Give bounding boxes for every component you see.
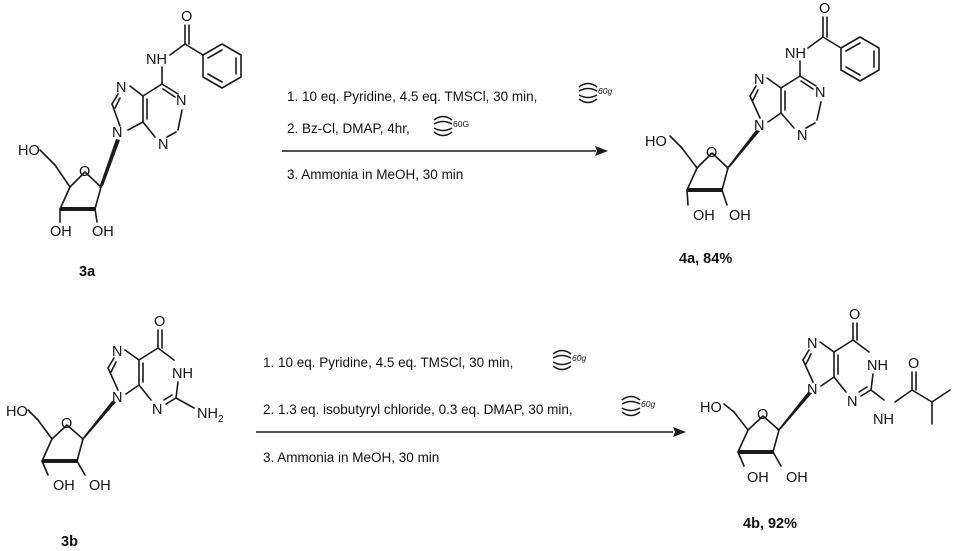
condition-step-3a: 3. Ammonia in MeOH, 30 min bbox=[287, 167, 463, 182]
oh-2prime-label: OH bbox=[729, 208, 751, 224]
ring-oxygen-label: O bbox=[757, 407, 768, 423]
ho-5prime-label: HO bbox=[645, 134, 667, 150]
ultrasound-icon: 60g bbox=[552, 349, 586, 371]
reaction-arrow-2 bbox=[256, 427, 686, 437]
ho-5prime-label: HO bbox=[18, 143, 40, 159]
n9-label: N bbox=[112, 125, 122, 141]
condition-step-2a: 2. Bz-Cl, DMAP, 4hr, bbox=[287, 121, 410, 136]
compound-label-4b: 4b, 92% bbox=[743, 516, 797, 532]
condition-step-1a: 1. 10 eq. Pyridine, 4.5 eq. TMSCl, 30 mi… bbox=[287, 89, 537, 104]
n7-label: N bbox=[807, 336, 817, 352]
svg-text:60g: 60g bbox=[598, 86, 612, 96]
ring-oxygen-label: O bbox=[706, 145, 717, 161]
oh-2prime-label: OH bbox=[786, 470, 808, 486]
svg-text:60g: 60g bbox=[641, 399, 655, 409]
molecule-3b: HO O OH OH N N O NH N NH2 bbox=[6, 314, 224, 494]
compound-label-3a: 3a bbox=[79, 264, 96, 280]
n1h-label: NH bbox=[867, 358, 888, 374]
reaction-arrow-1 bbox=[282, 146, 608, 156]
conditions-reaction-1: 1. 10 eq. Pyridine, 4.5 eq. TMSCl, 30 mi… bbox=[287, 82, 612, 182]
oh-3prime-label: OH bbox=[747, 470, 769, 486]
n1-label: N bbox=[815, 85, 825, 101]
oh-3prime-label: OH bbox=[53, 478, 75, 494]
condition-step-3b: 3. Ammonia in MeOH, 30 min bbox=[263, 450, 439, 465]
n3-label: N bbox=[847, 394, 857, 410]
molecule-4a: HO O OH OH N N N N NH O bbox=[645, 1, 880, 224]
conditions-reaction-2: 1. 10 eq. Pyridine, 4.5 eq. TMSCl, 30 mi… bbox=[263, 349, 655, 465]
ring-oxygen-label: O bbox=[79, 164, 90, 180]
carbonyl-oxygen-label: O bbox=[819, 1, 830, 17]
ultrasound-icon: 60G bbox=[433, 115, 469, 137]
carbonyl-oxygen-label: O bbox=[154, 314, 165, 330]
n3-label: N bbox=[158, 137, 168, 153]
n1-label: N bbox=[176, 93, 186, 109]
n3-label: N bbox=[152, 402, 162, 418]
condition-step-1b: 1. 10 eq. Pyridine, 4.5 eq. TMSCl, 30 mi… bbox=[263, 355, 513, 370]
amino-label: NH2 bbox=[197, 406, 224, 425]
condition-step-2b: 2. 1.3 eq. isobutyryl chloride, 0.3 eq. … bbox=[263, 402, 573, 417]
carbonyl-oxygen-label: O bbox=[849, 307, 860, 323]
ho-5prime-label: HO bbox=[700, 400, 722, 416]
ho-5prime-label: HO bbox=[6, 404, 28, 420]
n1h-label: NH bbox=[172, 366, 193, 382]
n7-label: N bbox=[754, 72, 764, 88]
nh-amide-label: NH bbox=[873, 412, 894, 428]
carbonyl-oxygen-label: O bbox=[181, 9, 192, 25]
molecule-4b: HO O OH OH N N O NH N NH H O bbox=[700, 307, 951, 486]
oh-2prime-label: OH bbox=[89, 478, 111, 494]
ultrasound-icon: 60g bbox=[578, 82, 612, 104]
ring-oxygen-label: O bbox=[61, 416, 72, 432]
oh-2prime-label: OH bbox=[92, 224, 114, 240]
n3-label: N bbox=[797, 128, 807, 144]
oh-3prime-label: OH bbox=[50, 224, 72, 240]
n9-label: N bbox=[807, 382, 817, 398]
molecule-3a: HO O OH OH N N N N NH O bbox=[18, 9, 242, 240]
svg-text:60G: 60G bbox=[453, 119, 469, 129]
n9-label: N bbox=[754, 118, 764, 134]
isobutyryl-oxygen-label: O bbox=[908, 356, 919, 372]
n7-label: N bbox=[112, 344, 122, 360]
n7-label: N bbox=[116, 80, 126, 96]
ultrasound-icon: 60g bbox=[621, 395, 655, 417]
compound-label-4a: 4a, 84% bbox=[679, 251, 732, 267]
compound-label-3b: 3b bbox=[61, 534, 78, 550]
svg-text:60g: 60g bbox=[572, 353, 586, 363]
nh-amide-label: NH bbox=[785, 46, 806, 62]
n9-label: N bbox=[112, 390, 122, 406]
nh-amide-label: NH bbox=[146, 52, 167, 68]
oh-3prime-label: OH bbox=[693, 208, 715, 224]
